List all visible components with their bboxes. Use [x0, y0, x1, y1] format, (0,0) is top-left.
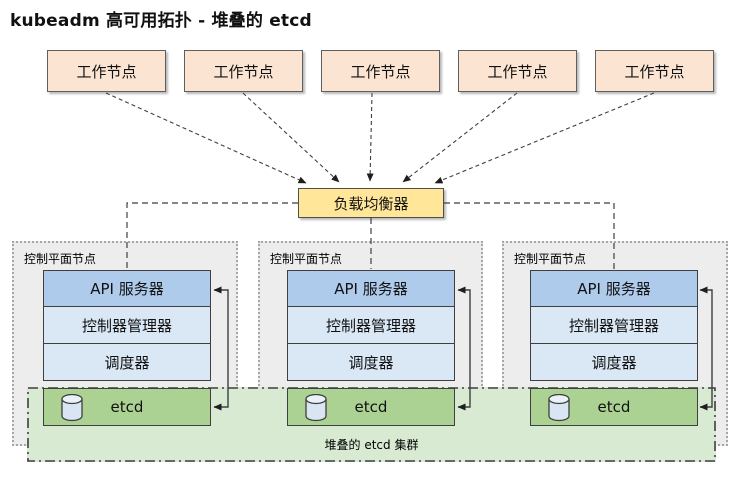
api-server-box: API 服务器 — [43, 270, 211, 307]
control-plane-stack-1: API 服务器 控制器管理器 调度器 etcd — [43, 270, 211, 427]
worker-node-label: 工作节点 — [350, 62, 411, 81]
worker-node-label: 工作节点 — [624, 62, 685, 81]
worker-node-2: 工作节点 — [184, 50, 303, 92]
scheduler-box: 调度器 — [530, 343, 698, 381]
worker-node-3: 工作节点 — [321, 50, 440, 92]
page-title: kubeadm 高可用拓扑 - 堆叠的 etcd — [10, 11, 312, 31]
etcd-box: etcd — [530, 388, 698, 426]
etcd-label: etcd — [110, 398, 144, 416]
worker-node-label: 工作节点 — [487, 62, 548, 81]
load-balancer-box: 负载均衡器 — [298, 188, 444, 218]
worker-node-4: 工作节点 — [458, 50, 577, 92]
control-plane-node-label: 控制平面节点 — [514, 252, 587, 266]
scheduler-box: 调度器 — [43, 343, 211, 381]
controller-manager-box: 控制器管理器 — [287, 306, 455, 344]
worker-node-1: 工作节点 — [47, 50, 166, 92]
database-icon — [548, 393, 570, 422]
etcd-label: etcd — [597, 398, 631, 416]
scheduler-box: 调度器 — [287, 343, 455, 381]
etcd-box: etcd — [287, 388, 455, 426]
database-icon — [305, 393, 327, 422]
worker-arrow-2 — [242, 92, 340, 183]
worker-arrow-4 — [402, 92, 518, 183]
control-plane-stack-3: API 服务器 控制器管理器 调度器 etcd — [530, 270, 698, 427]
etcd-label: etcd — [354, 398, 388, 416]
controller-manager-box: 控制器管理器 — [43, 306, 211, 344]
load-balancer-label: 负载均衡器 — [333, 194, 409, 213]
worker-node-label: 工作节点 — [76, 62, 137, 81]
stacked-etcd-cluster-label: 堆叠的 etcd 集群 — [324, 438, 419, 452]
worker-arrow-5 — [434, 92, 655, 184]
controller-manager-box: 控制器管理器 — [530, 306, 698, 344]
control-plane-stack-2: API 服务器 控制器管理器 调度器 etcd — [287, 270, 455, 427]
database-icon — [61, 393, 83, 422]
worker-arrow-3 — [366, 92, 374, 182]
api-server-box: API 服务器 — [530, 270, 698, 307]
worker-arrow-1 — [105, 92, 307, 184]
control-plane-node-label: 控制平面节点 — [270, 252, 343, 266]
api-server-box: API 服务器 — [287, 270, 455, 307]
worker-node-label: 工作节点 — [213, 62, 274, 81]
control-plane-node-label: 控制平面节点 — [24, 252, 97, 266]
etcd-box: etcd — [43, 388, 211, 426]
worker-node-5: 工作节点 — [595, 50, 714, 92]
